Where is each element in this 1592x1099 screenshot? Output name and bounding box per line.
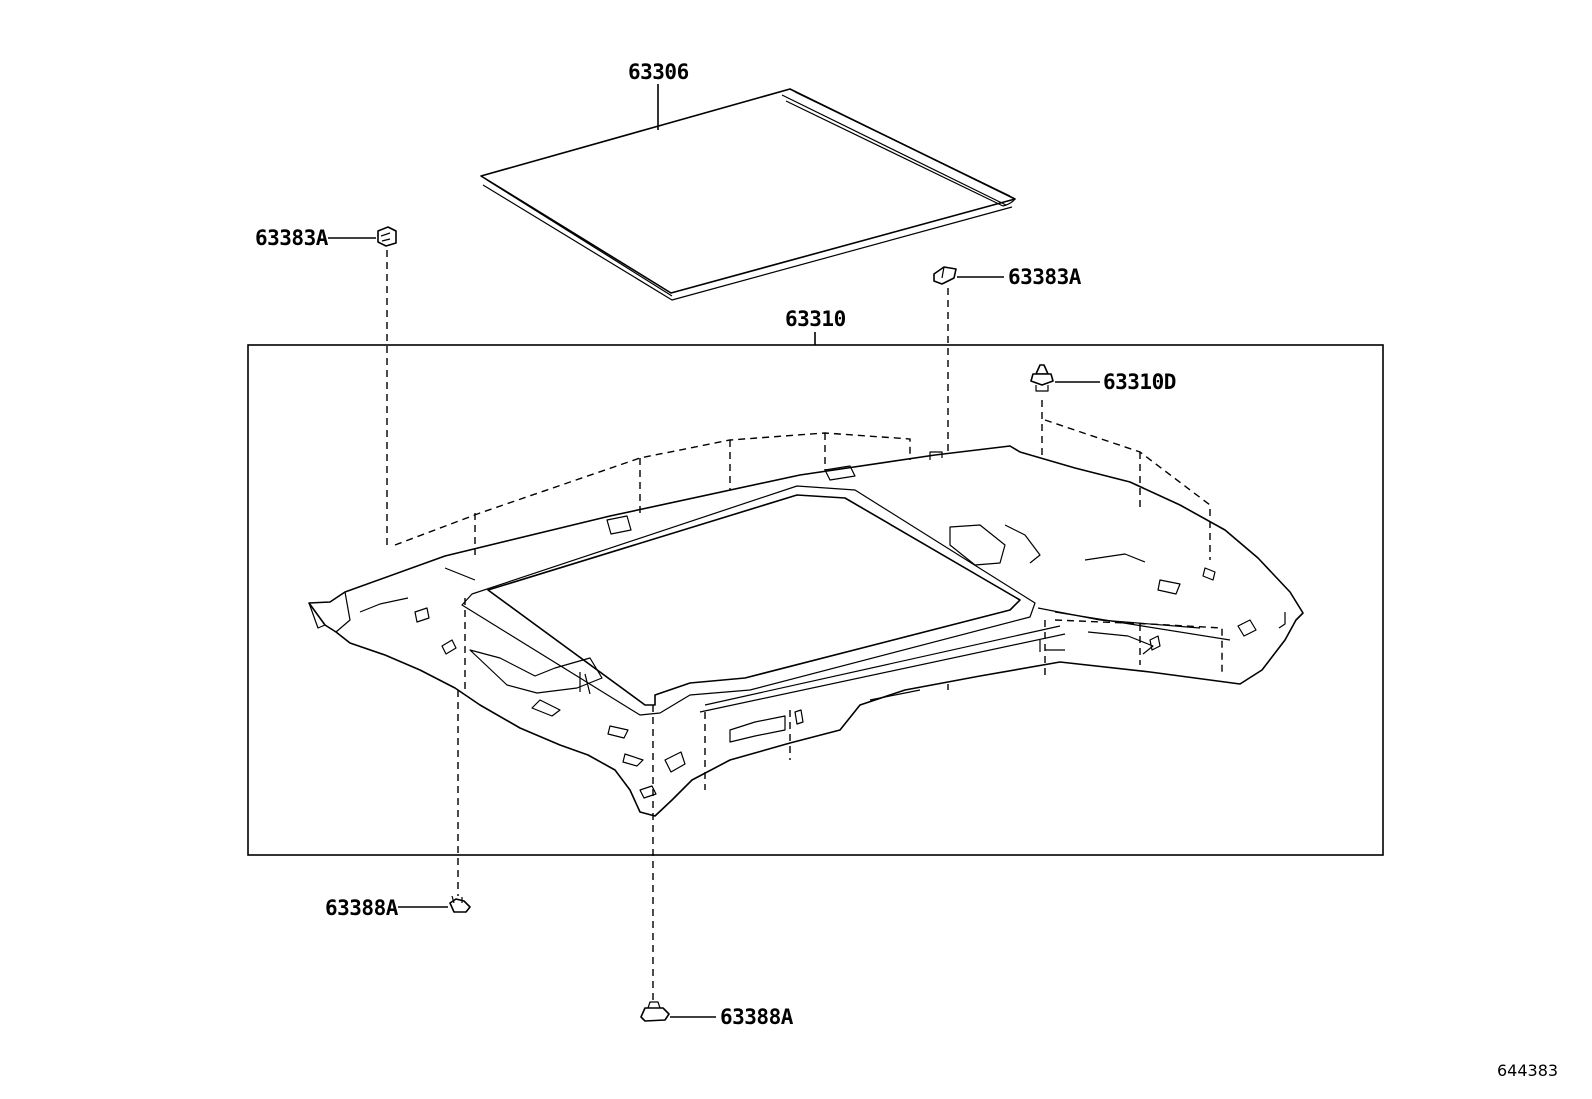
label-sunshade: 63306 (628, 60, 689, 84)
headliner-dash-lines (394, 419, 1223, 790)
label-push-clip: 63310D (1103, 370, 1176, 394)
headliner-part (308, 445, 1304, 817)
reference-number: 644383 (1497, 1061, 1558, 1080)
clip-bottom-left-icon (449, 895, 471, 913)
clip-bottom-center-icon (640, 1001, 670, 1022)
headliner-frame (247, 344, 1384, 856)
clip-top-left-icon (377, 226, 397, 247)
push-clip-icon (1030, 364, 1054, 392)
label-clip-bottom-center: 63388A (720, 1005, 794, 1029)
label-clip-top-left: 63383A (255, 226, 329, 250)
label-clip-top-right: 63383A (1008, 265, 1082, 289)
label-headliner: 63310 (785, 307, 846, 331)
clip-top-right-icon (933, 266, 957, 285)
sunshade-part (480, 88, 1016, 301)
label-clip-bottom-left: 63388A (325, 896, 399, 920)
